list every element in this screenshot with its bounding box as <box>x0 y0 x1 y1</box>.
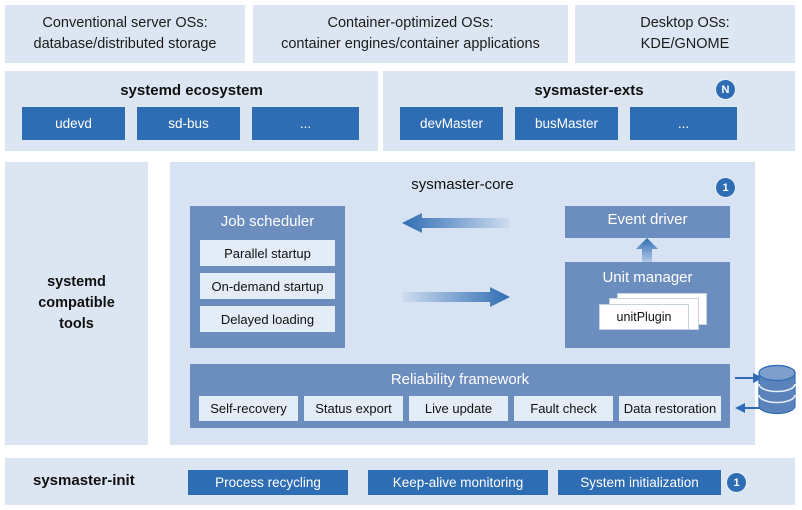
os-box-conventional-server: Conventional server OSs: database/distri… <box>5 5 245 63</box>
init-chip-system-initialization[interactable]: System initialization <box>558 470 721 495</box>
sysmaster-core-title: sysmaster-core <box>411 176 514 193</box>
database-cylinder-icon <box>758 364 796 415</box>
init-chip-keep-alive-monitoring[interactable]: Keep-alive monitoring <box>368 470 548 495</box>
chip-label: devMaster <box>419 116 484 131</box>
item-label: Data restoration <box>623 401 717 416</box>
arrow-right-icon <box>402 287 510 307</box>
os-box-line1: Conventional server OSs: <box>42 14 208 31</box>
reliability-framework-title: Reliability framework <box>390 371 530 388</box>
os-box-line2: container engines/container applications <box>281 36 540 52</box>
os-box-line1: Container-optimized OSs: <box>327 14 494 31</box>
chip-label: udevd <box>55 116 92 131</box>
unit-plugin-stack-icon: unitPlugin <box>595 293 710 337</box>
init-badge: 1 <box>727 473 746 492</box>
unit-plugin-label: unitPlugin <box>616 310 672 324</box>
ecosystem-chip-more[interactable]: ... <box>252 107 359 140</box>
reliability-item-self-recovery[interactable]: Self-recovery <box>199 396 298 421</box>
sysmaster-core-panel: sysmaster-core 1 Job scheduler Parallel … <box>170 162 755 445</box>
chip-label: Keep-alive monitoring <box>392 475 524 490</box>
event-driver-title: Event driver <box>607 211 688 228</box>
chip-label: busMaster <box>534 116 599 131</box>
item-label: Status export <box>315 401 392 416</box>
arrow-left-icon <box>402 213 510 233</box>
arrow-up-icon <box>636 238 658 264</box>
reliability-item-live-update[interactable]: Live update <box>409 396 508 421</box>
reliability-item-data-restoration[interactable]: Data restoration <box>619 396 721 421</box>
chip-label: ... <box>677 116 690 131</box>
badge-label: N <box>721 83 730 96</box>
item-label: Delayed loading <box>220 311 315 327</box>
exts-chip-more[interactable]: ... <box>630 107 737 140</box>
os-box-line1: Desktop OSs: <box>640 14 730 31</box>
exts-chip-busmaster[interactable]: busMaster <box>515 107 618 140</box>
sidebar-label-line2: compatible <box>38 294 115 311</box>
os-box-desktop: Desktop OSs: KDE/GNOME <box>575 5 795 63</box>
reliability-framework-group: Reliability framework Self-recovery Stat… <box>190 364 730 428</box>
reliability-item-status-export[interactable]: Status export <box>304 396 403 421</box>
ecosystem-chip-sd-bus[interactable]: sd-bus <box>137 107 240 140</box>
sidebar-label-line3: tools <box>59 316 94 332</box>
chip-label: ... <box>299 116 312 131</box>
job-scheduler-item-on-demand-startup[interactable]: On-demand startup <box>200 273 335 299</box>
item-label: Parallel startup <box>224 245 311 261</box>
job-scheduler-group: Job scheduler Parallel startup On-demand… <box>190 206 345 348</box>
item-label: Live update <box>424 401 493 416</box>
exts-badge: N <box>716 80 735 99</box>
job-scheduler-item-delayed-loading[interactable]: Delayed loading <box>200 306 335 332</box>
unit-plugin-label-card[interactable]: unitPlugin <box>599 304 689 330</box>
exts-chip-devmaster[interactable]: devMaster <box>400 107 503 140</box>
unit-manager-title: Unit manager <box>602 269 693 286</box>
event-driver-group: Event driver <box>565 206 730 238</box>
item-label: Self-recovery <box>210 401 287 416</box>
job-scheduler-title: Job scheduler <box>220 213 315 230</box>
os-box-container-optimized: Container-optimized OSs: container engin… <box>253 5 568 63</box>
item-label: Fault check <box>530 401 597 416</box>
ecosystem-chip-udevd[interactable]: udevd <box>22 107 125 140</box>
badge-label: 1 <box>722 181 729 194</box>
item-label: On-demand startup <box>211 278 324 294</box>
sysmaster-exts-title: sysmaster-exts <box>534 82 644 99</box>
os-box-line2: KDE/GNOME <box>640 36 730 52</box>
chip-label: sd-bus <box>168 116 209 131</box>
systemd-ecosystem-title: systemd ecosystem <box>120 82 263 99</box>
unit-manager-group: Unit manager unitPlugin <box>565 262 730 348</box>
badge-label: 1 <box>733 476 740 489</box>
chip-label: Process recycling <box>215 475 321 490</box>
core-badge: 1 <box>716 178 735 197</box>
systemd-compatible-tools-panel: systemd compatible tools <box>5 162 148 445</box>
sidebar-label-line1: systemd <box>47 273 106 290</box>
chip-label: System initialization <box>580 475 699 490</box>
os-box-line2: database/distributed storage <box>33 36 217 52</box>
reliability-item-fault-check[interactable]: Fault check <box>514 396 613 421</box>
init-chip-process-recycling[interactable]: Process recycling <box>188 470 348 495</box>
sysmaster-init-label: sysmaster-init <box>33 472 135 489</box>
job-scheduler-item-parallel-startup[interactable]: Parallel startup <box>200 240 335 266</box>
sysmaster-init-panel: sysmaster-init Process recycling Keep-al… <box>5 458 795 505</box>
